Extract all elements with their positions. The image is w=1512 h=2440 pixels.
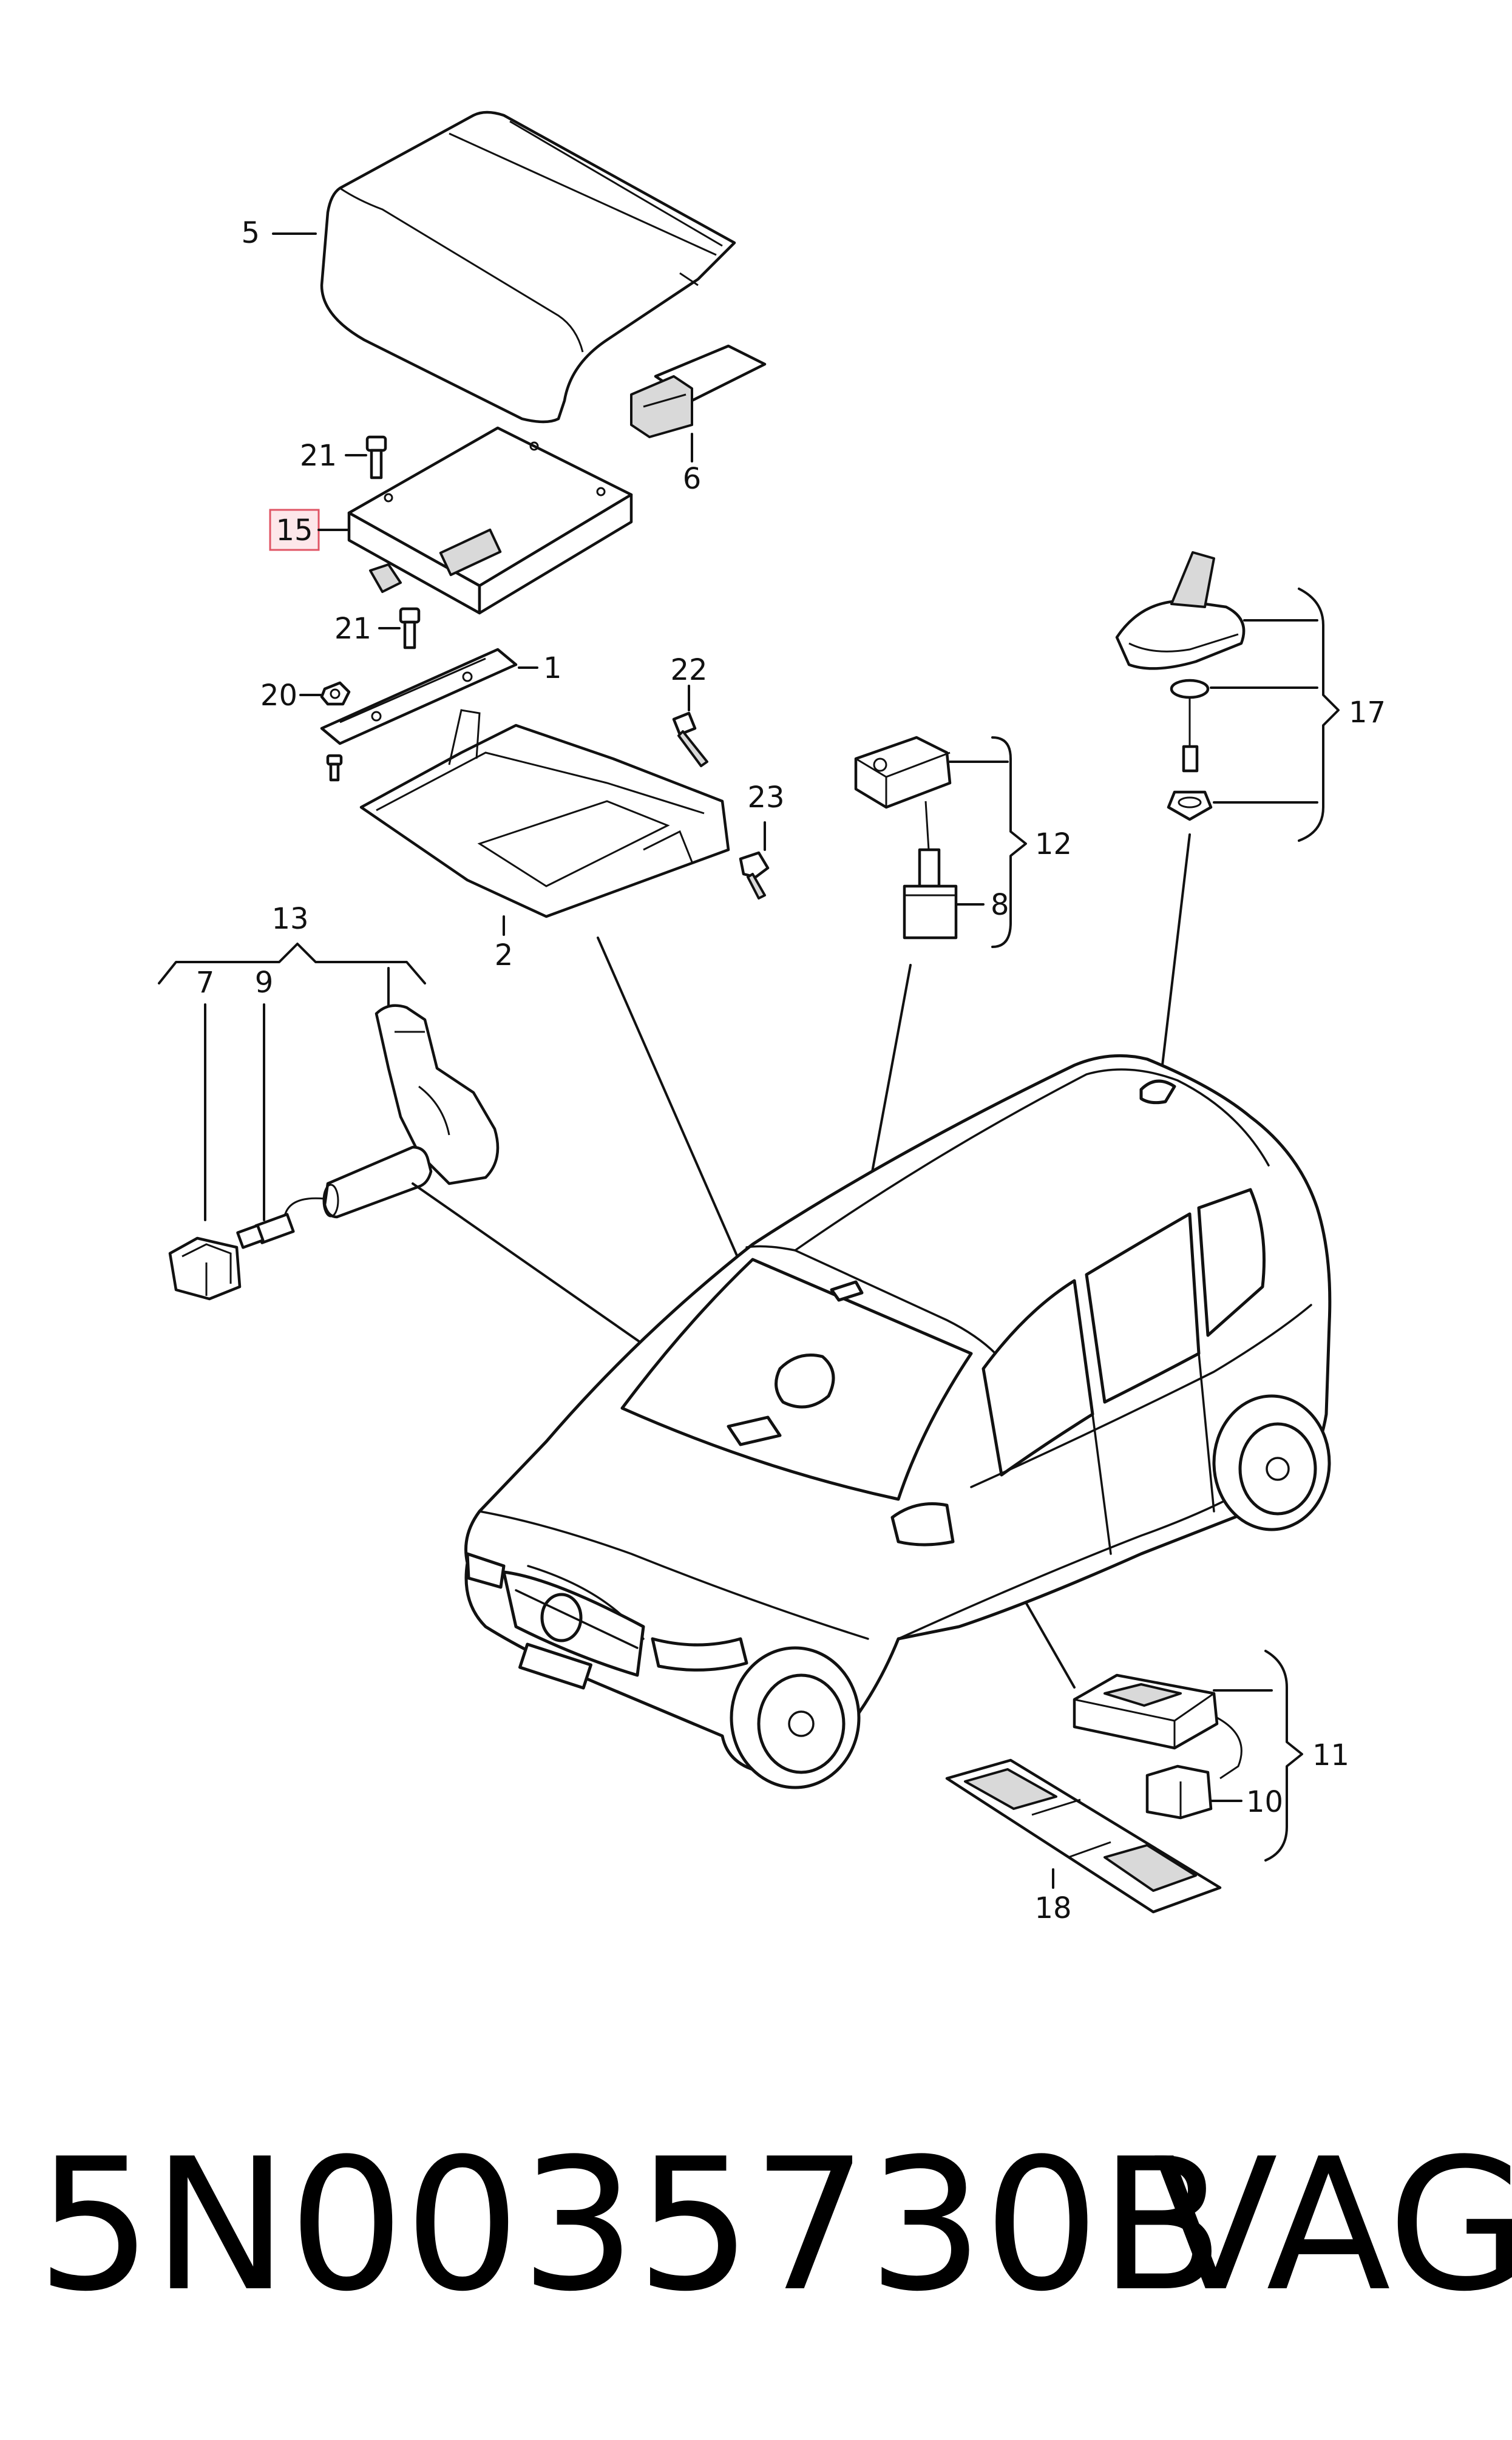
clip-23 (739, 851, 770, 900)
callout-1: 1 (543, 651, 562, 685)
switch-module-part-11 (1073, 1673, 1242, 1780)
vehicle-illustration (464, 1054, 1332, 1789)
callout-10: 10 (1246, 1785, 1283, 1819)
callout-6: 6 (683, 462, 702, 496)
callout-2: 2 (495, 938, 514, 972)
mounting-tray-part-2 (359, 709, 730, 918)
callout-20: 20 (260, 679, 297, 713)
screw-small (326, 754, 343, 782)
brand-label: VAG (1153, 2120, 1512, 2331)
callout-5: 5 (241, 216, 260, 250)
nut-20 (320, 681, 351, 706)
screw-22 (672, 711, 708, 767)
pedestal-part-13 (266, 1004, 500, 1233)
callout-15: 15 (276, 513, 313, 547)
callout-18: 18 (1034, 1891, 1071, 1925)
connector-part-6 (630, 344, 767, 438)
callout-21-top: 21 (300, 439, 337, 473)
callout-22: 22 (670, 653, 707, 687)
callout-11: 11 (1312, 1738, 1349, 1772)
housing-part-7 (168, 1236, 242, 1301)
callout-12: 12 (1035, 827, 1072, 861)
bolt-21-lower (399, 607, 421, 649)
bracket-part-1 (320, 648, 518, 745)
bolt-21-top (365, 435, 387, 480)
mat-part-18 (945, 1758, 1222, 1914)
callout-13: 13 (271, 902, 308, 936)
connector-part-10 (1145, 1764, 1213, 1820)
callout-17: 17 (1349, 696, 1386, 730)
connector-part-8 (903, 884, 958, 940)
callout-21-lower: 21 (334, 612, 371, 646)
module-part-12 (854, 736, 952, 888)
callout-8: 8 (991, 888, 1009, 922)
antenna-part-17 (1115, 551, 1246, 821)
part-number: 5N0035730B (36, 2120, 1224, 2331)
connector-part-9 (236, 1213, 295, 1249)
callout-7: 7 (196, 966, 215, 1000)
callout-9: 9 (255, 966, 274, 1000)
callout-23: 23 (747, 781, 784, 815)
armrest-cover-part (320, 110, 736, 424)
control-unit-part-15 (347, 426, 633, 615)
